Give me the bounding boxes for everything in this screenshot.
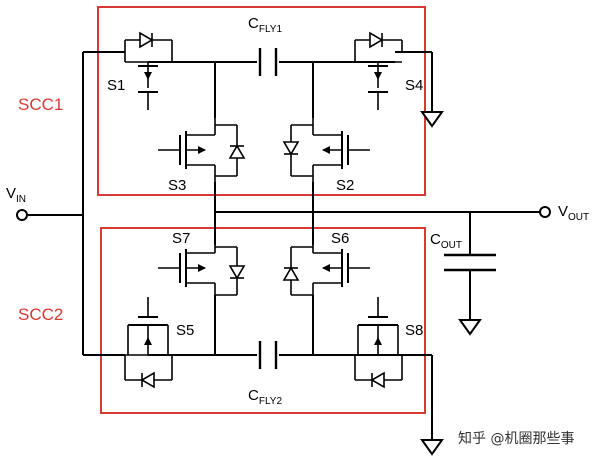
cfly2-label: CFLY2 <box>248 387 282 407</box>
s4-label: S4 <box>405 77 423 94</box>
s6-switch <box>282 245 370 296</box>
ground-icon-s8 <box>420 439 444 456</box>
s4-switch <box>354 31 403 110</box>
s7-switch <box>158 245 246 296</box>
s8-switch <box>354 297 403 389</box>
scc2-box <box>100 227 426 414</box>
s5-switch <box>124 297 173 389</box>
vout-label: VOUT <box>558 203 589 223</box>
scc1-box <box>97 6 426 196</box>
s2-label: S2 <box>336 177 354 194</box>
cout-label: COUT <box>430 231 462 251</box>
scc1-label: SCC1 <box>18 95 63 114</box>
s3-switch <box>158 118 246 182</box>
s1-switch <box>124 31 173 110</box>
ground-icon-s4 <box>420 111 444 128</box>
vout-terminal <box>539 206 551 218</box>
vin-label: VIN <box>6 185 26 205</box>
cfly1-label: CFLY1 <box>248 15 282 35</box>
s3-label: S3 <box>168 177 186 194</box>
cfly1-capacitor <box>258 48 278 76</box>
s8-label: S8 <box>405 322 423 339</box>
s6-label: S6 <box>331 230 349 247</box>
wiring <box>24 51 540 440</box>
ground-icon-cout <box>458 319 482 336</box>
s1-label: S1 <box>107 77 125 94</box>
vin-terminal <box>16 209 28 221</box>
s2-switch <box>282 118 370 182</box>
cfly2-capacitor <box>258 341 278 369</box>
scc2-label: SCC2 <box>18 305 63 324</box>
s7-label: S7 <box>172 230 190 247</box>
watermark: 知乎 @机圈那些事 <box>458 430 574 447</box>
s5-label: S5 <box>176 322 194 339</box>
